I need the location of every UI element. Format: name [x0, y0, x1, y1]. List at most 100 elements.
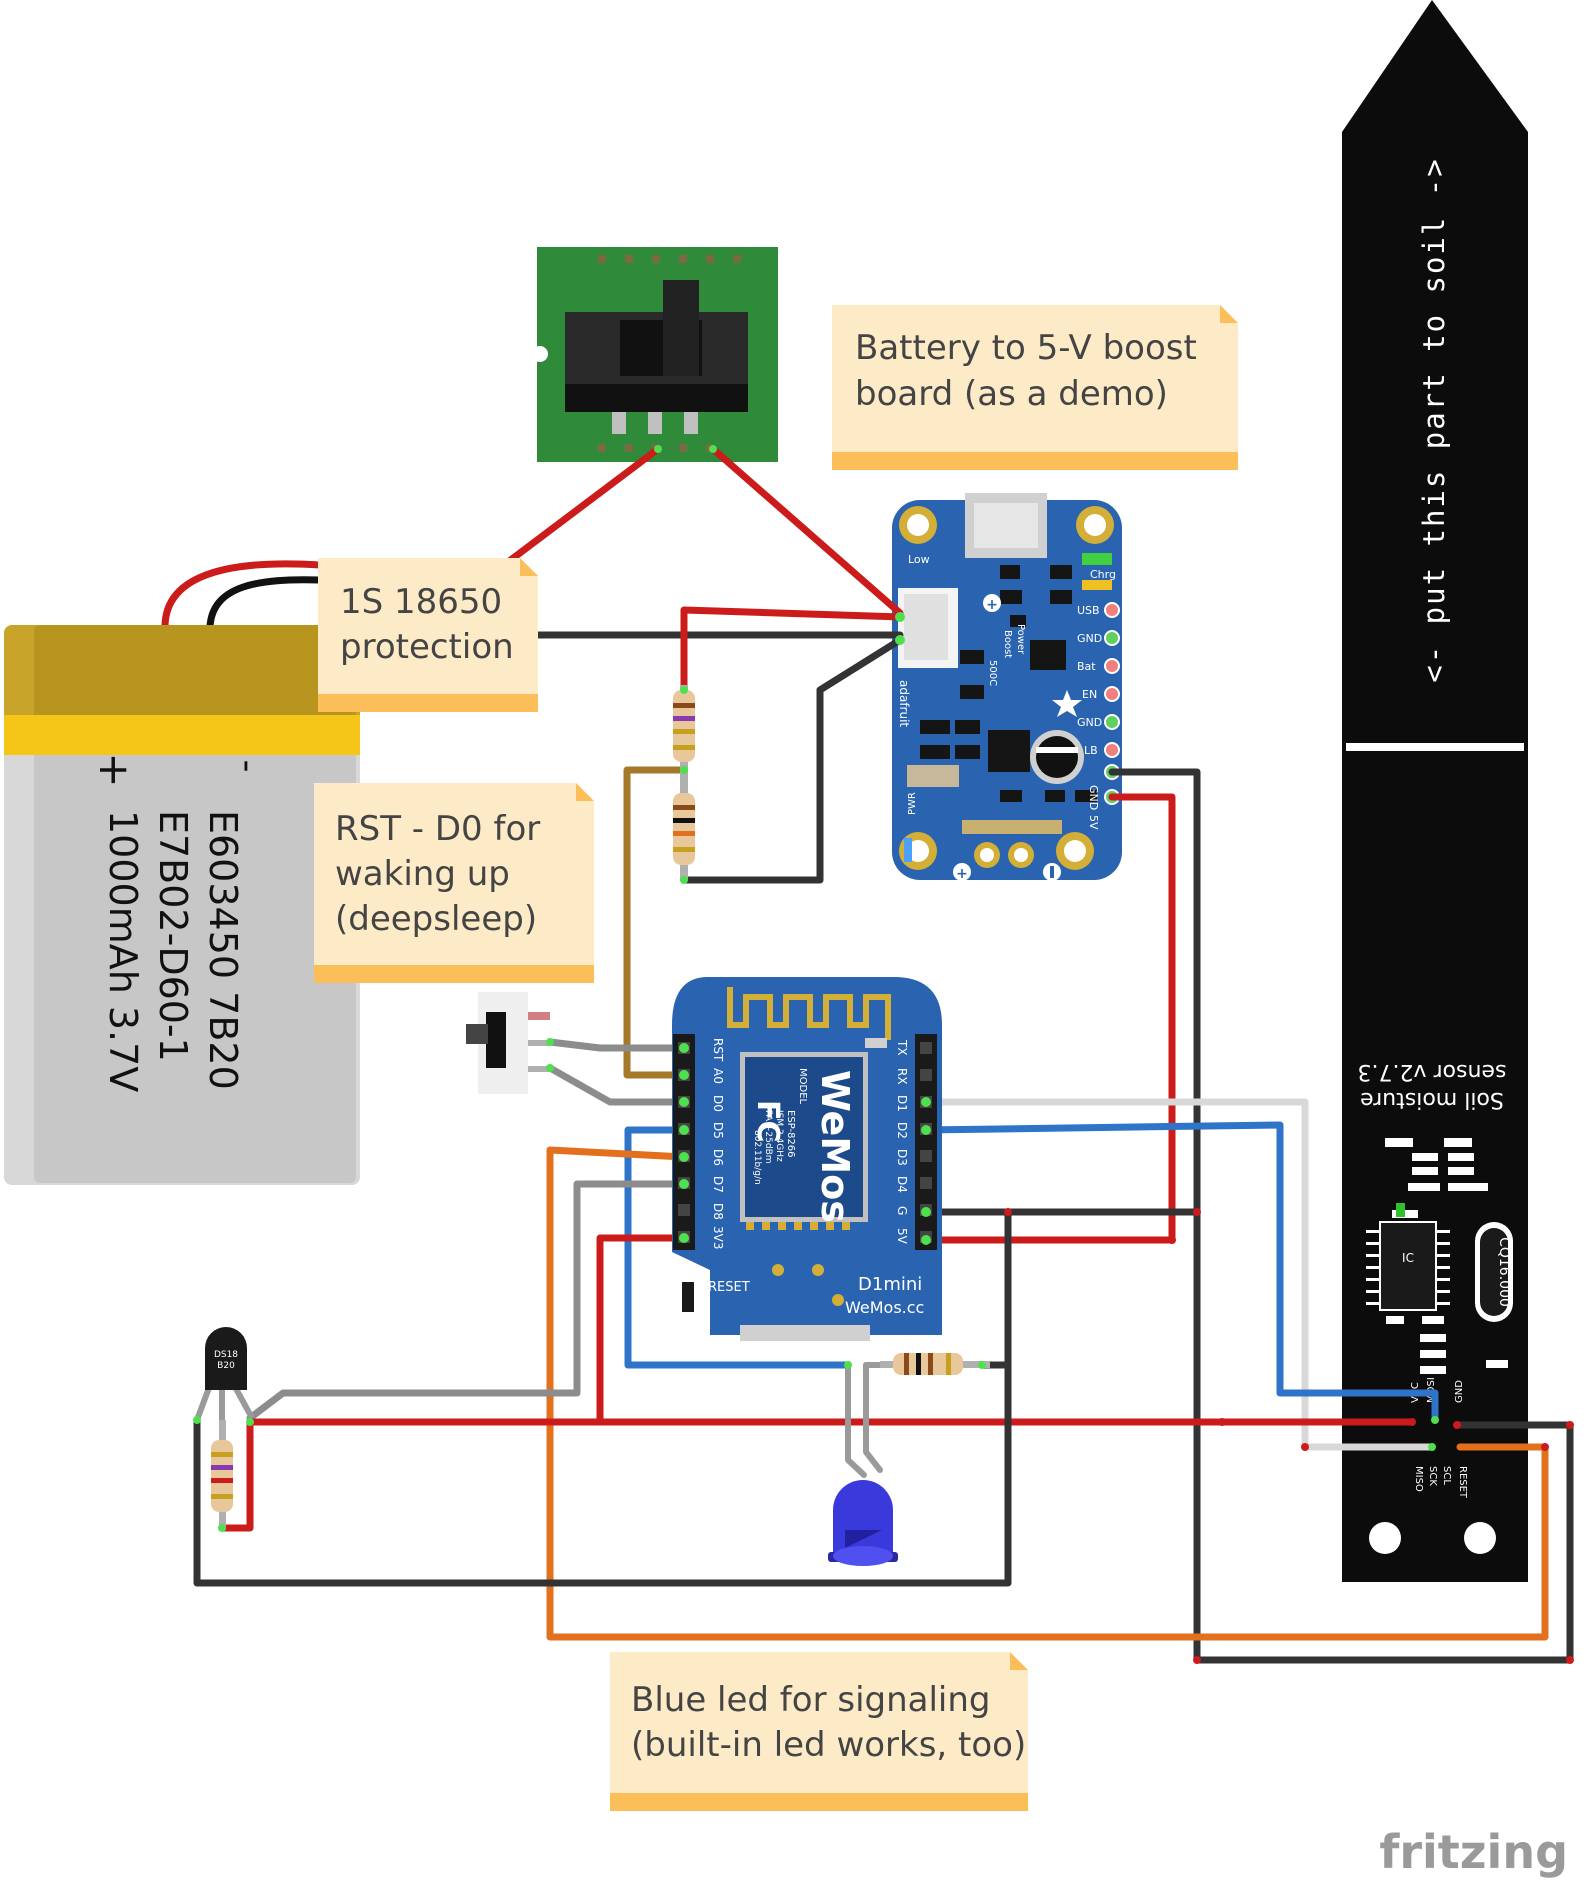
- wemos-pin-rx: RX: [895, 1068, 909, 1085]
- boost-label-pwr: PWR: [907, 792, 918, 815]
- sensor-title-line1: Soil moisture: [1360, 1087, 1504, 1112]
- wire-red-switch-protection: [504, 445, 662, 566]
- note-boost: Battery to 5-V boost board (as a demo): [832, 305, 1238, 470]
- soil-moisture-sensor: <- put this part to soil -> Soil moistur…: [1342, 0, 1528, 1582]
- pin-gnd: GND: [1454, 1380, 1465, 1403]
- boost-pin-en: EN: [1082, 688, 1097, 701]
- mount-hole-left: [1369, 1522, 1401, 1554]
- wire-brown-divider-a0: [623, 766, 688, 1079]
- wemos-pin-d3: D3: [895, 1149, 909, 1166]
- connector-dots: [193, 445, 1574, 1664]
- wemos-pin-d8: D8: [711, 1203, 725, 1220]
- blue-led: [828, 1480, 898, 1566]
- wemos-fc-mark: FC: [750, 1100, 785, 1143]
- wemos-pin-d6: D6: [711, 1149, 725, 1166]
- boost-label-adafruit: adafruit: [897, 680, 911, 727]
- probe-text: <- put this part to soil ->: [1417, 157, 1451, 682]
- wire-red-switch-boost: [709, 445, 904, 617]
- wemos-pin-tx: TX: [895, 1039, 909, 1056]
- note-boost-line2: board (as a demo): [855, 374, 1168, 414]
- note-boost-line1: Battery to 5-V boost: [855, 328, 1197, 368]
- ds18-label-line1: DS18: [214, 1350, 238, 1360]
- wemos-right-pins: TX RX D1 D2 D3 D4 G 5V: [895, 1039, 909, 1245]
- wemos-pin-g: G: [895, 1206, 909, 1215]
- pin-miso: MISO: [1413, 1466, 1424, 1492]
- boost-pin-gnd2: GND: [1077, 716, 1102, 729]
- note-protection: 1S 18650 protection: [318, 558, 538, 712]
- resistor-divider-top: [673, 685, 695, 775]
- wire-black-ground-bottom: [193, 1208, 1012, 1587]
- wire-white-d1-sensor: [920, 1098, 1436, 1451]
- svg-text:+: +: [956, 866, 968, 882]
- note-led-line1: Blue led for signaling: [631, 1680, 991, 1720]
- boost-pin-chrg: Chrg: [1090, 568, 1116, 581]
- pin-scl: SCL: [1441, 1466, 1452, 1485]
- resistor-led: [880, 1353, 990, 1375]
- boost-pin-lb: LB: [1084, 744, 1098, 757]
- wire-black-boost-gnd: [1108, 768, 1574, 1664]
- wire-gray-led-leg2: [863, 1362, 883, 1473]
- wemos-pin-d5: D5: [711, 1122, 725, 1139]
- wemos-pin-d2: D2: [895, 1122, 909, 1139]
- wires: [193, 445, 1574, 1664]
- note-protection-line2: protection: [340, 627, 514, 667]
- rst-switch: [466, 992, 550, 1094]
- wemos-pin-d7: D7: [711, 1176, 725, 1193]
- wemos-brand: WeMos: [813, 1070, 857, 1223]
- wemos-pin-rst: RST: [711, 1038, 725, 1062]
- wire-red-boost-resistor: [680, 606, 904, 694]
- wemos-pin-d1: D1: [895, 1095, 909, 1112]
- note-rst-line3: (deepsleep): [335, 899, 537, 939]
- wire-blue-d5-led: [624, 1126, 852, 1369]
- ds18b20-sensor: DS18 B20: [194, 1327, 255, 1422]
- wemos-module-line2: ESP-8266: [785, 1110, 796, 1158]
- wire-red-boost-5v: [920, 793, 1176, 1244]
- wire-gray-switch-d0: [546, 1064, 688, 1106]
- wire-gray-d7-ds18: [246, 1180, 688, 1422]
- battery: - + E603450 7B20 E7B02-D60-1 1000mAh 3.7…: [4, 560, 360, 1185]
- wemos-module-line1: MODEL: [797, 1068, 808, 1105]
- note-led: Blue led for signaling (built-in led wor…: [610, 1652, 1028, 1811]
- pin-reset: RESET: [1457, 1466, 1468, 1499]
- boost-label-boost: Boost: [1002, 630, 1013, 658]
- wire-red-3v3-sensor: [218, 1234, 688, 1532]
- boost-pin-gnd3: GND: [1087, 785, 1100, 810]
- fritzing-logo: fritzing: [1379, 1825, 1568, 1879]
- mount-hole-right: [1464, 1522, 1496, 1554]
- ic-label: IC: [1402, 1251, 1414, 1265]
- wire-black-resistor-boost: [680, 636, 904, 884]
- wemos-name: D1mini: [858, 1274, 922, 1295]
- wemos-pin-3v3: 3V3: [711, 1226, 725, 1249]
- wire-blue-d2-sensor: [920, 1121, 1439, 1424]
- resistor-ds18: [211, 1420, 233, 1530]
- wemos-module-line4: PA +25dBm: [763, 1110, 773, 1164]
- wemos-site: WeMos.cc: [845, 1298, 924, 1317]
- note-rst-line1: RST - D0 for: [335, 809, 540, 849]
- battery-line1: E603450 7B20: [201, 810, 245, 1090]
- wemos-pin-d0: D0: [711, 1095, 725, 1112]
- wemos-left-pins: RST A0 D0 D5 D6 D7 D8 3V3: [711, 1038, 725, 1249]
- pin-sck: SCK: [1427, 1466, 1438, 1486]
- note-led-line2: (built-in led works, too): [631, 1725, 1026, 1765]
- wire-gray-switch-rst: [546, 1038, 688, 1052]
- resistor-divider-bottom: [673, 770, 695, 880]
- battery-minus: -: [227, 760, 268, 773]
- boost-board: + + Chrg USB GND Bat EN GND LB GND 5V Lo…: [892, 493, 1122, 882]
- wemos-reset-label: RESET: [708, 1280, 750, 1295]
- wemos-d1-mini: FC WeMos MODEL ESP-8266 ISM 2.4GHz PA +2…: [672, 977, 942, 1341]
- note-rst: RST - D0 for waking up (deepsleep): [314, 783, 594, 983]
- ds18-label-line2: B20: [217, 1361, 235, 1371]
- wire-gray-led-legs: [845, 1362, 867, 1478]
- svg-text:+: +: [986, 597, 998, 613]
- battery-plus: +: [90, 752, 139, 787]
- wemos-pin-5v: 5V: [895, 1228, 909, 1245]
- battery-line3: 1000mAh 3.7V: [101, 810, 145, 1092]
- boost-label-500c: 500C: [987, 660, 998, 686]
- wemos-module-line3: ISM 2.4GHz: [774, 1110, 784, 1162]
- wemos-module-line5: 802.11b/g/n: [752, 1130, 762, 1185]
- boost-label-power: Power: [1015, 624, 1026, 655]
- wemos-pin-d4: D4: [895, 1176, 909, 1193]
- boost-label-low: Low: [908, 553, 930, 566]
- battery-line2: E7B02-D60-1: [151, 810, 195, 1062]
